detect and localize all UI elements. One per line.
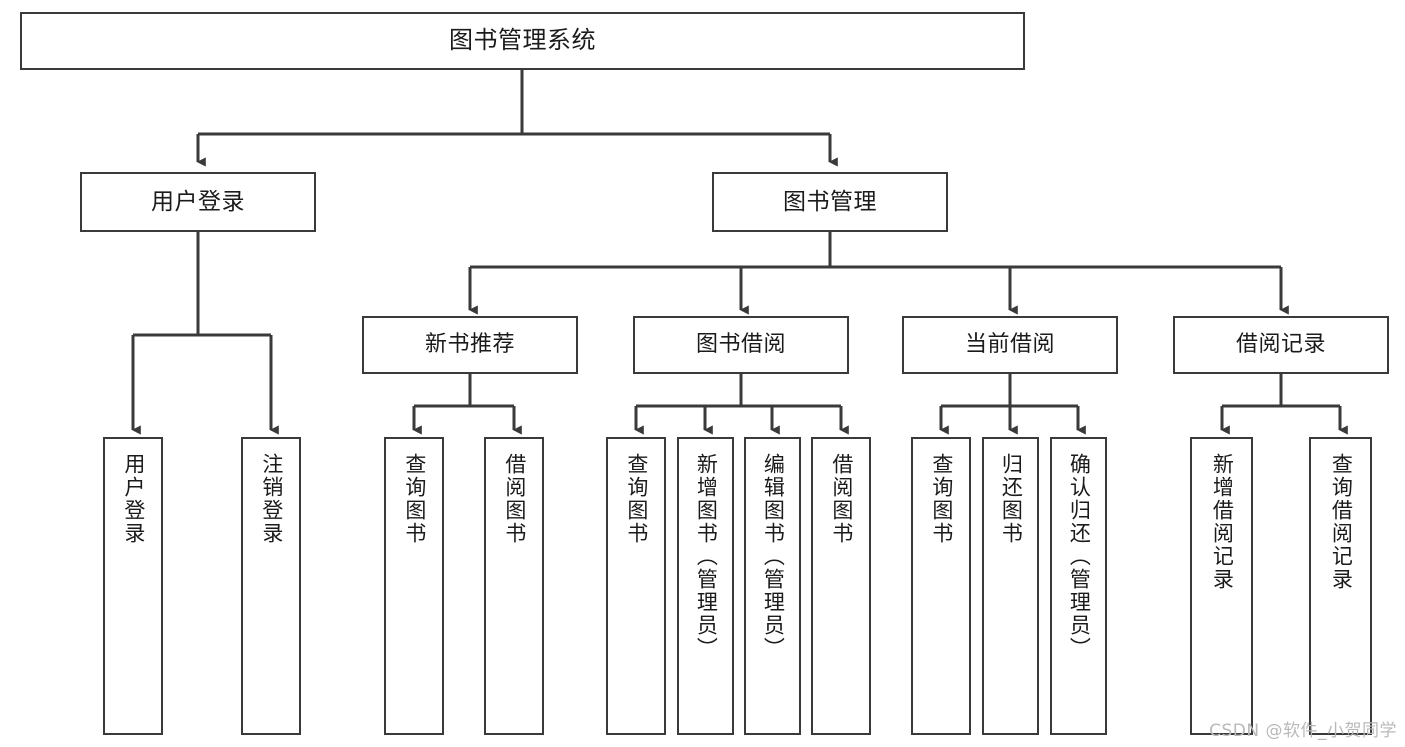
leaf-book-borrow-add-book-admin[interactable]: 新增图书（管理员） (677, 437, 734, 735)
node-label: 借阅记录 (1235, 332, 1326, 358)
leaf-label: 用户登录 (121, 453, 146, 545)
node-label: 用户登录 (151, 188, 245, 215)
node-new-book-recommendation[interactable]: 新书推荐 (362, 316, 578, 374)
leaf-borrow-record-add-record[interactable]: 新增借阅记录 (1190, 437, 1253, 735)
leaf-new-book-query-book[interactable]: 查询图书 (384, 437, 444, 735)
leaf-label: 借阅图书 (829, 453, 854, 545)
node-book-borrow[interactable]: 图书借阅 (633, 316, 849, 374)
node-label: 图书借阅 (695, 332, 786, 358)
leaf-label: 查询图书 (624, 453, 649, 545)
leaf-book-borrow-query-book[interactable]: 查询图书 (606, 437, 666, 735)
leaf-label: 确认归还（管理员） (1067, 453, 1092, 660)
node-book-management[interactable]: 图书管理 (712, 172, 948, 232)
leaf-current-borrow-return-book[interactable]: 归还图书 (982, 437, 1039, 735)
node-user-login[interactable]: 用户登录 (80, 172, 316, 232)
leaf-borrow-record-query-record[interactable]: 查询借阅记录 (1309, 437, 1372, 735)
node-label: 新书推荐 (424, 332, 515, 358)
leaf-label: 借阅图书 (502, 453, 527, 545)
node-borrow-record[interactable]: 借阅记录 (1173, 316, 1389, 374)
leaf-user-login-logout[interactable]: 注销登录 (241, 437, 301, 735)
leaf-label: 编辑图书（管理员） (761, 453, 786, 660)
leaf-label: 归还图书 (999, 453, 1024, 545)
leaf-label: 新增图书（管理员） (694, 453, 719, 660)
node-label: 图书管理 (783, 188, 877, 215)
node-current-borrow[interactable]: 当前借阅 (902, 316, 1118, 374)
node-root-book-management-system[interactable]: 图书管理系统 (20, 12, 1025, 70)
node-label: 当前借阅 (964, 332, 1055, 358)
watermark-csdn: CSDN @软件_小贺同学 (1209, 721, 1397, 741)
leaf-label: 查询借阅记录 (1329, 453, 1354, 591)
node-label: 图书管理系统 (449, 26, 596, 55)
leaf-new-book-borrow-book[interactable]: 借阅图书 (484, 437, 544, 735)
leaf-label: 注销登录 (259, 453, 284, 545)
leaf-label: 新增借阅记录 (1210, 453, 1235, 591)
leaf-user-login-login[interactable]: 用户登录 (103, 437, 163, 735)
leaf-book-borrow-edit-book-admin[interactable]: 编辑图书（管理员） (744, 437, 801, 735)
leaf-label: 查询图书 (929, 453, 954, 545)
leaf-current-borrow-query-book[interactable]: 查询图书 (911, 437, 971, 735)
leaf-label: 查询图书 (402, 453, 427, 545)
leaf-book-borrow-borrow-book[interactable]: 借阅图书 (811, 437, 871, 735)
leaf-current-borrow-confirm-return-admin[interactable]: 确认归还（管理员） (1050, 437, 1107, 735)
